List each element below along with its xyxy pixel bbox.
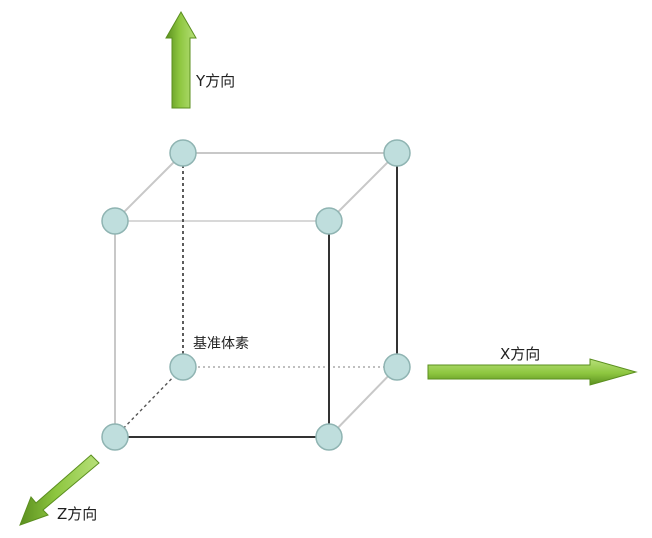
z-direction-label: Z方向 bbox=[57, 505, 98, 523]
voxel-node-front-bottom-right bbox=[315, 423, 343, 451]
x-direction-arrow bbox=[427, 358, 638, 386]
reference-voxel-label: 基准体素 bbox=[193, 336, 249, 352]
voxel-node-reference bbox=[169, 353, 197, 381]
z-direction-arrow bbox=[19, 454, 100, 526]
y-direction-label: Y方向 bbox=[196, 72, 236, 90]
voxel-node-front-bottom-left bbox=[101, 423, 129, 451]
x-direction-label: X方向 bbox=[500, 345, 541, 363]
edge-bottom-left-depth-hidden bbox=[114, 366, 184, 438]
voxel-node-front-top-left bbox=[101, 207, 129, 235]
voxel-node-back-top-left bbox=[169, 139, 197, 167]
edge-back-top-left-depth bbox=[114, 152, 184, 222]
y-direction-arrow bbox=[165, 10, 197, 109]
voxel-node-front-top-right bbox=[315, 207, 343, 235]
edge-bottom-right-depth bbox=[328, 366, 398, 438]
voxel-node-back-top-right bbox=[383, 139, 411, 167]
edge-back-top-right-depth bbox=[328, 152, 398, 222]
voxel-node-back-bottom-right bbox=[383, 353, 411, 381]
